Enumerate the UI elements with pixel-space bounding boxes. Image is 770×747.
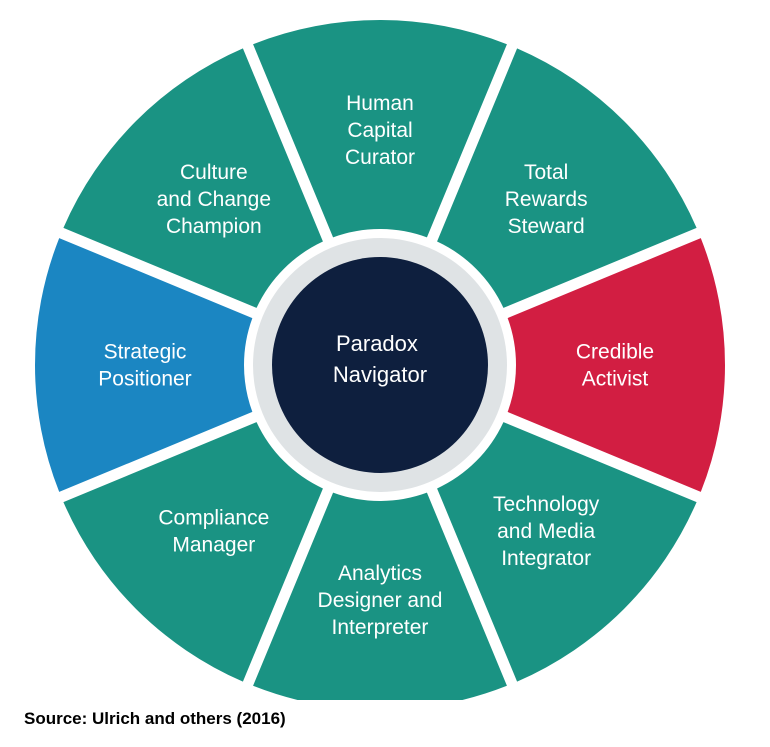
segment-analytics-designer-and-interpreter <box>253 492 507 700</box>
segment-label-line: and Media <box>497 520 595 543</box>
segment-label-line: Designer and <box>318 589 443 612</box>
segment-compliance-manager <box>63 422 323 682</box>
segment-label-line: Activist <box>582 368 649 391</box>
segment-label-line: Technology <box>493 493 600 516</box>
center-label: Paradox Navigator <box>333 331 427 387</box>
segment-label-line: Rewards <box>505 188 588 211</box>
segment-label-line: Curator <box>345 146 415 169</box>
segment-label-line: Steward <box>508 215 585 238</box>
segment-label-line: Culture <box>180 161 248 184</box>
segment-label-line: Analytics <box>338 562 422 585</box>
source-citation: Source: Ulrich and others (2016) <box>24 709 286 728</box>
segment-label-line: Strategic <box>104 341 187 364</box>
center-circle <box>272 257 488 473</box>
segment-technology-and-media-integrator <box>437 422 697 682</box>
segment-label-line: Interpreter <box>332 616 429 639</box>
segment-label-line: Integrator <box>501 547 591 570</box>
segment-label-line: Human <box>346 92 414 115</box>
segment-label-line: Total <box>524 161 568 184</box>
segment-label-line: Compliance <box>158 507 269 530</box>
segment-human-capital-curator <box>253 20 507 238</box>
segment-label-line: Manager <box>172 534 255 557</box>
segment-culture-and-change-champion <box>63 48 323 308</box>
center-label-line: Navigator <box>333 362 427 387</box>
segment-total-rewards-steward <box>437 48 697 308</box>
segment-label-line: Champion <box>166 215 262 238</box>
center-label-line: Paradox <box>336 331 418 356</box>
segment-label-line: Credible <box>576 341 654 364</box>
segment-credible-activist <box>507 238 725 492</box>
segment-strategic-positioner <box>35 238 253 492</box>
segment-label-line: and Change <box>157 188 271 211</box>
segment-label-line: Capital <box>347 119 412 142</box>
segment-label-line: Positioner <box>98 368 191 391</box>
